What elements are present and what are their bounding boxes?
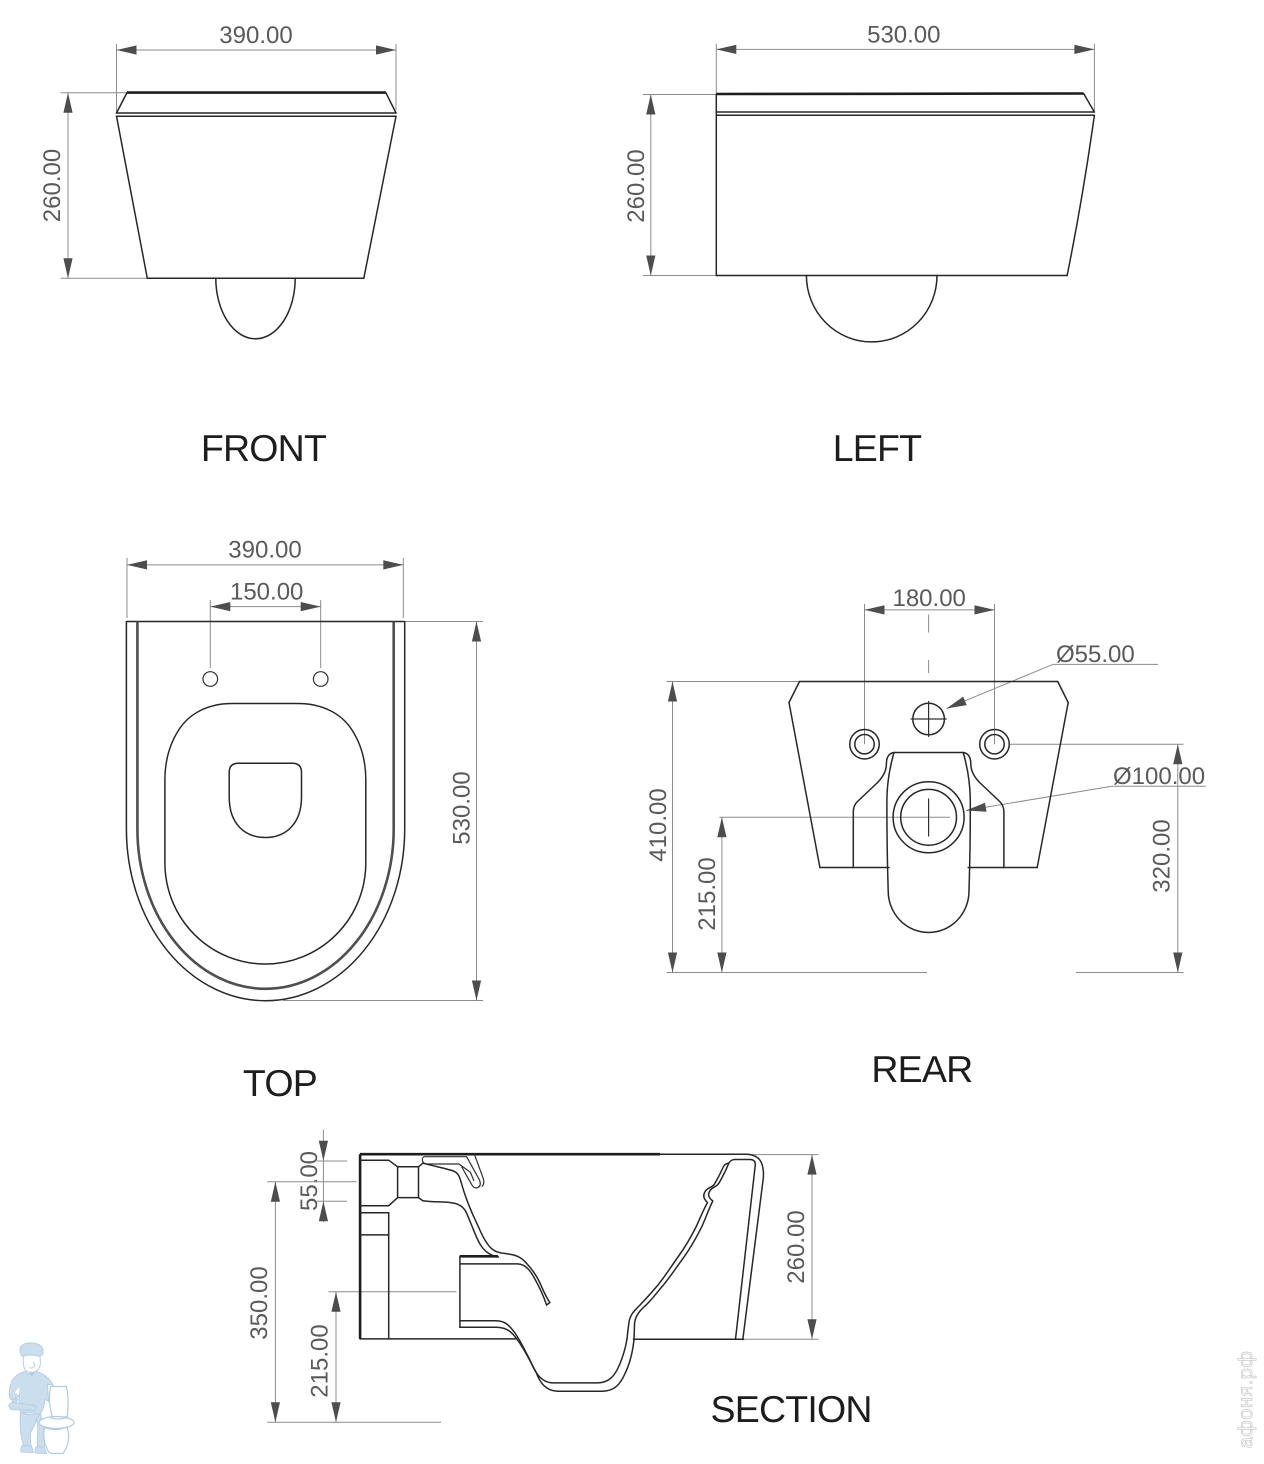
svg-text:410.00: 410.00 [645, 788, 672, 861]
svg-text:SECTION: SECTION [711, 1388, 872, 1430]
svg-text:Ø100.00: Ø100.00 [1113, 763, 1205, 790]
svg-text:390.00: 390.00 [219, 22, 292, 49]
svg-text:TOP: TOP [243, 1062, 317, 1104]
svg-text:530.00: 530.00 [867, 22, 940, 49]
svg-text:530.00: 530.00 [449, 771, 476, 844]
svg-text:180.00: 180.00 [892, 585, 965, 612]
svg-text:260.00: 260.00 [783, 1210, 810, 1283]
svg-text:FRONT: FRONT [201, 427, 327, 469]
svg-text:320.00: 320.00 [1149, 819, 1176, 892]
svg-text:афоня.рф: афоня.рф [1235, 1351, 1257, 1449]
svg-text:Ø55.00: Ø55.00 [1056, 641, 1135, 668]
svg-text:REAR: REAR [871, 1048, 972, 1090]
svg-text:215.00: 215.00 [307, 1324, 334, 1397]
svg-text:260.00: 260.00 [39, 149, 66, 222]
svg-text:55.00: 55.00 [296, 1151, 323, 1211]
svg-text:260.00: 260.00 [623, 149, 650, 222]
svg-text:150.00: 150.00 [230, 579, 303, 606]
svg-text:215.00: 215.00 [694, 857, 721, 930]
svg-text:350.00: 350.00 [246, 1266, 273, 1339]
svg-text:390.00: 390.00 [228, 537, 301, 564]
svg-text:LEFT: LEFT [833, 427, 922, 469]
